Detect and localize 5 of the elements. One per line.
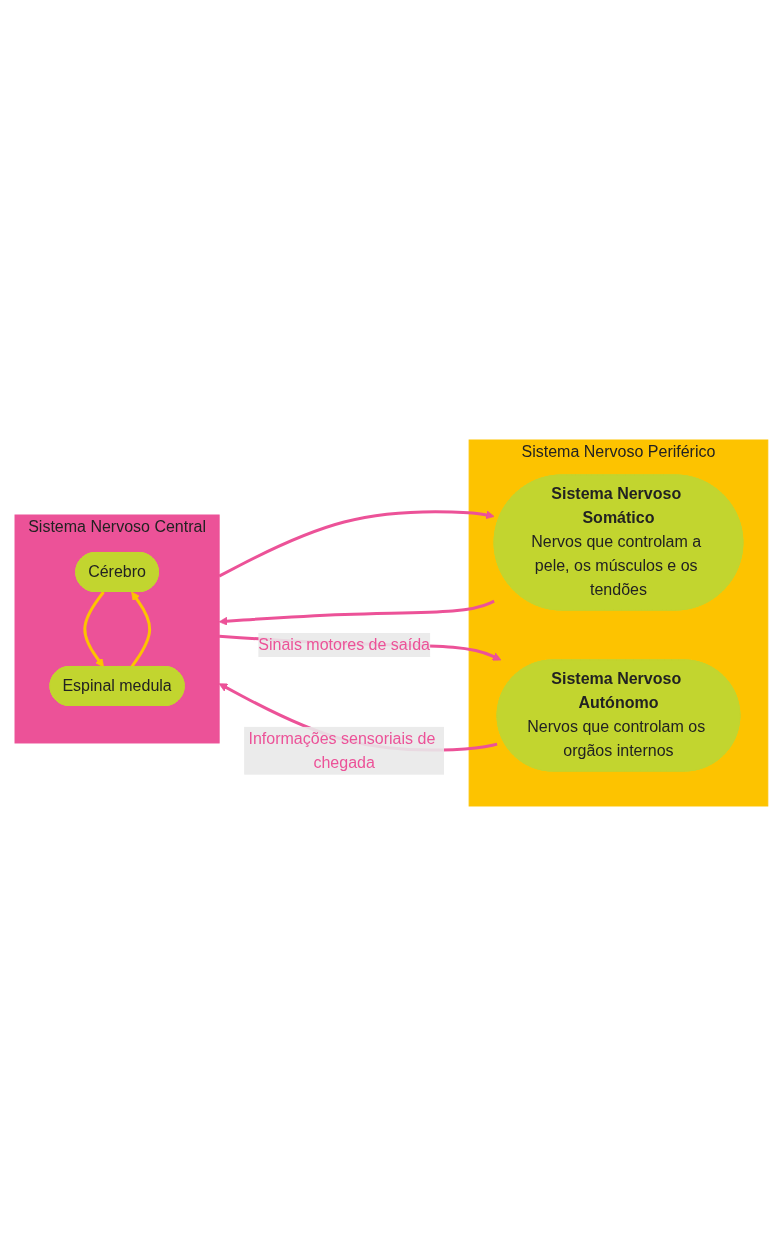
arrow bbox=[218, 509, 495, 577]
arrow bbox=[218, 599, 495, 626]
arrow bbox=[83, 590, 105, 667]
edge-label: Sinais motores de saída bbox=[258, 635, 431, 653]
edge-label: Informações sensoriais de chegada bbox=[248, 729, 436, 771]
